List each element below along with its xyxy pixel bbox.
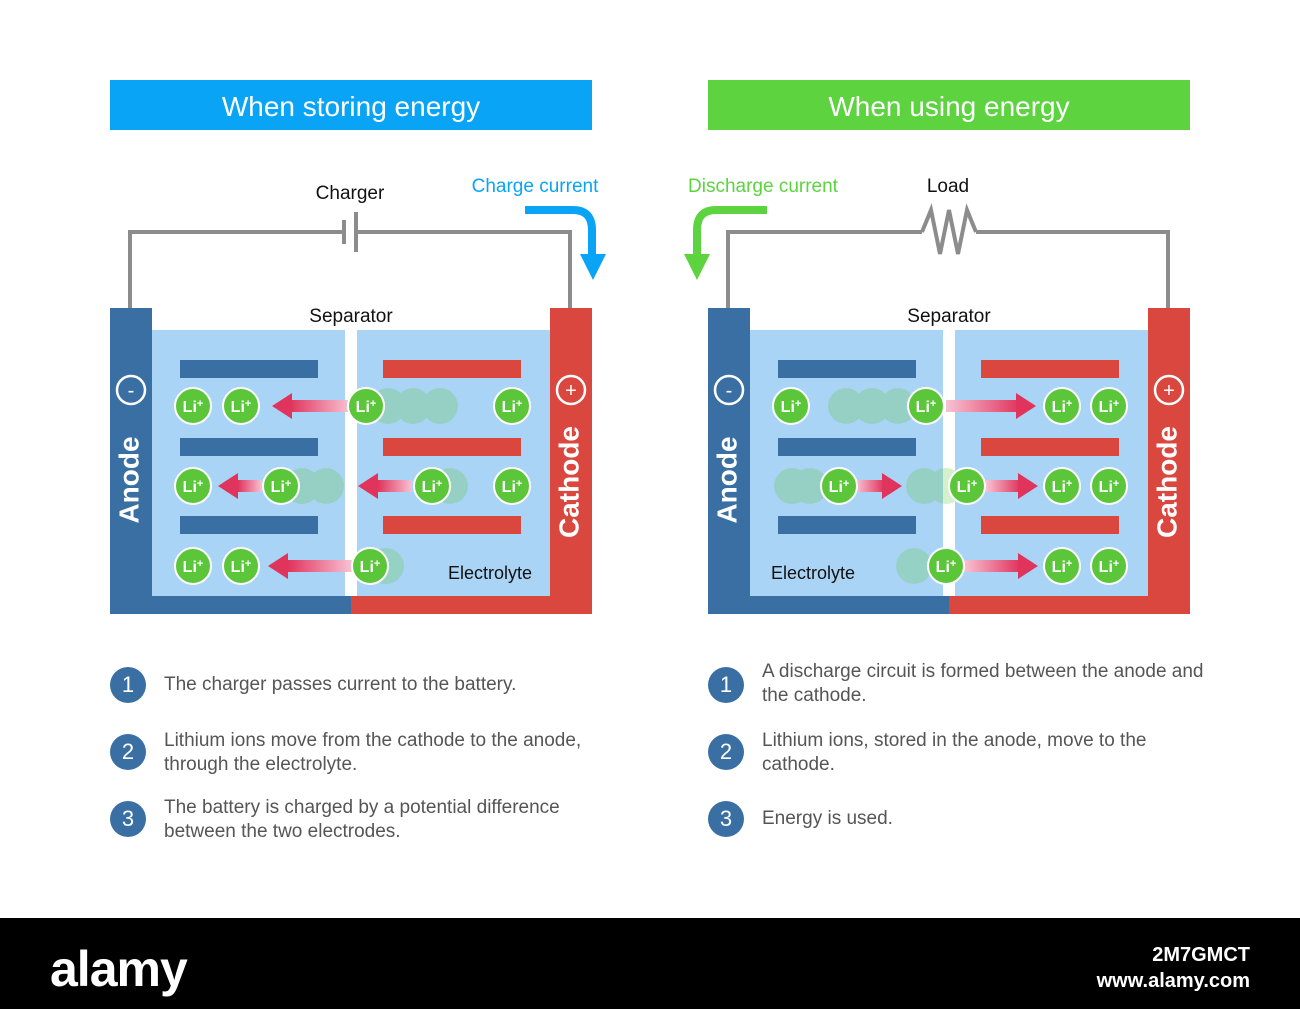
left-li-ion-icon: Li+ — [351, 547, 389, 585]
left-li-ion-icon: Li+ — [174, 547, 212, 585]
right-title: When using energy — [828, 91, 1069, 122]
right-cathode-label: Cathode — [1151, 426, 1182, 538]
svg-text:+: + — [565, 380, 577, 402]
left-li-ion-icon: Li+ — [262, 467, 300, 505]
discharge-current-label: Discharge current — [688, 176, 839, 197]
left-step-1-number: 1 — [110, 667, 146, 703]
right-ions: Li+Li+Li+Li+Li+Li+Li+Li+Li+Li+Li+ — [772, 387, 1128, 585]
footer-image-info: 2M7GMCT www.alamy.com — [1097, 942, 1250, 994]
right-step-1-number: 1 — [708, 667, 744, 703]
left-circuit-wire — [128, 230, 572, 308]
left-title: When storing energy — [222, 91, 480, 122]
left-title-banner — [110, 80, 592, 130]
left-step-2-number: 2 — [110, 734, 146, 770]
right-li-ion-icon: Li+ — [948, 467, 986, 505]
right-li-ion-icon: Li+ — [820, 467, 858, 505]
left-li-ion-icon: Li+ — [347, 387, 385, 425]
left-li-ion-icon: Li+ — [222, 387, 260, 425]
load-resistor-icon — [920, 203, 978, 255]
battery-diagram: When storing energy Charger Charge curre… — [110, 80, 1190, 614]
site-url: www.alamy.com — [1096, 970, 1250, 992]
image-id: 2M7GMCT — [1152, 944, 1250, 966]
left-li-ion-icon: Li+ — [493, 467, 531, 505]
right-anode — [708, 308, 750, 614]
right-panel: When using energy Load Discharge current… — [684, 80, 1190, 614]
right-anode-label: Anode — [711, 436, 742, 523]
right-cathode-base — [949, 596, 1190, 614]
left-ion-arrows — [218, 393, 412, 579]
right-li-ion-icon: Li+ — [1090, 467, 1128, 505]
right-minus-icon: - — [713, 374, 745, 406]
right-electrolyte-label: Electrolyte — [771, 563, 855, 583]
right-step-2-text: Lithium ions, stored in the anode, move … — [762, 730, 1147, 775]
right-li-ion-icon: Li+ — [1043, 387, 1081, 425]
left-separator-label: Separator — [309, 306, 393, 327]
left-cathode-base — [351, 596, 592, 614]
left-anode-base — [110, 596, 351, 614]
right-title-banner — [708, 80, 1190, 130]
charger-symbol — [342, 212, 358, 252]
left-anode-plates — [180, 360, 318, 534]
right-li-ion-icon: Li+ — [907, 387, 945, 425]
right-li-ion-icon: Li+ — [1090, 387, 1128, 425]
right-motion-trails — [774, 388, 964, 584]
svg-text:+: + — [1163, 380, 1175, 402]
left-li-ion-icon: Li+ — [222, 547, 260, 585]
right-circuit-wire — [726, 230, 1170, 308]
left-minus-icon: - — [115, 374, 147, 406]
left-cathode-plates — [383, 360, 521, 534]
left-panel: When storing energy Charger Charge curre… — [110, 80, 606, 614]
right-ion-arrows — [856, 393, 1038, 579]
left-li-ion-icon: Li+ — [413, 467, 451, 505]
right-li-ion-icon: Li+ — [772, 387, 810, 425]
left-step-1-text: The charger passes current to the batter… — [164, 674, 517, 695]
left-cathode-label: Cathode — [553, 426, 584, 538]
svg-text:-: - — [128, 380, 135, 402]
right-separator — [943, 330, 955, 596]
left-step-2-text: Lithium ions move from the cathode to th… — [164, 730, 582, 775]
right-step-3-number: 3 — [708, 801, 744, 837]
left-electrolyte-label: Electrolyte — [448, 563, 532, 583]
left-step-3-text: The battery is charged by a potential di… — [164, 797, 560, 842]
right-step-3-text: Energy is used. — [762, 808, 893, 829]
charge-current-arrow-icon — [525, 206, 606, 280]
charger-label: Charger — [316, 183, 385, 204]
right-li-ion-icon: Li+ — [1090, 547, 1128, 585]
left-plus-icon: + — [555, 374, 587, 406]
right-step-2-number: 2 — [708, 734, 744, 770]
right-plus-icon: + — [1153, 374, 1185, 406]
right-step-1-text: A discharge circuit is formed between th… — [762, 661, 1204, 706]
left-ions: Li+ Li+ Li+ Li+ Li+ Li+ Li+ Li+ Li+ Li+ Li+ — [174, 387, 531, 585]
left-li-ion-icon: Li+ — [174, 387, 212, 425]
alamy-logo: alamy — [50, 941, 188, 997]
right-cathode-plates — [981, 360, 1119, 534]
right-anode-base — [708, 596, 949, 614]
left-li-ion-icon: Li+ — [174, 467, 212, 505]
right-separator-label: Separator — [907, 306, 991, 327]
right-anode-plates — [778, 360, 916, 534]
right-cathode — [1148, 308, 1190, 614]
left-li-ion-icon: Li+ — [493, 387, 531, 425]
discharge-current-arrow-icon — [684, 206, 767, 280]
right-li-ion-icon: Li+ — [1043, 467, 1081, 505]
svg-text:-: - — [726, 380, 733, 402]
charge-current-label: Charge current — [472, 176, 599, 197]
load-label: Load — [927, 176, 969, 197]
footer-bar: alamy 2M7GMCT www.alamy.com — [0, 918, 1300, 1009]
left-cathode — [550, 308, 592, 614]
right-li-ion-icon: Li+ — [1043, 547, 1081, 585]
left-step-3-number: 3 — [110, 801, 146, 837]
right-li-ion-icon: Li+ — [927, 547, 965, 585]
left-anode — [110, 308, 152, 614]
left-anode-label: Anode — [113, 436, 144, 523]
